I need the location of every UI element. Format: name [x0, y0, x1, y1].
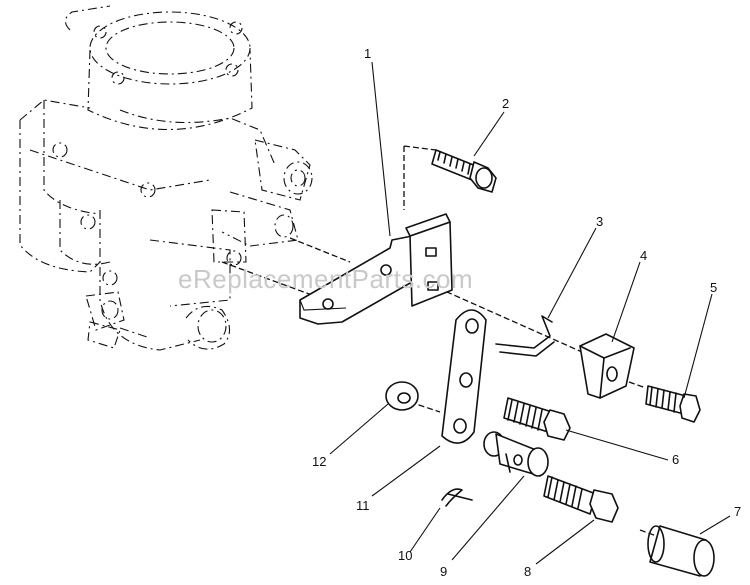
swivel-ferrule [483, 431, 549, 477]
hairpin-cotter [441, 488, 473, 507]
angle-bracket [405, 213, 453, 307]
leader-lines [329, 61, 731, 565]
hex-bolt-lower [543, 475, 619, 523]
watermark-text: eReplacementParts.com [178, 264, 473, 294]
callout-10: 10 [398, 548, 412, 563]
callout-5: 5 [710, 280, 717, 295]
callout-2: 2 [502, 96, 509, 111]
callout-1: 1 [364, 46, 371, 61]
callout-8: 8 [524, 564, 531, 579]
link-arm [441, 309, 487, 444]
callout-6: 6 [672, 452, 679, 467]
hex-bolt-upper [431, 149, 497, 193]
callout-4: 4 [640, 248, 647, 263]
callout-7: 7 [734, 504, 741, 519]
clamp-block [579, 333, 635, 399]
end-cap [647, 525, 715, 577]
callout-labels: 1 2 3 4 5 6 7 8 9 10 11 12 [312, 46, 741, 579]
washer [385, 381, 419, 411]
carburetor-outline [19, 5, 313, 351]
wire-clip [495, 315, 555, 357]
callout-3: 3 [596, 214, 603, 229]
callout-12: 12 [312, 454, 326, 469]
callout-9: 9 [440, 564, 447, 579]
hex-bolt-middle [503, 397, 571, 441]
hex-bolt-right [645, 385, 701, 423]
callout-11: 11 [356, 498, 370, 513]
